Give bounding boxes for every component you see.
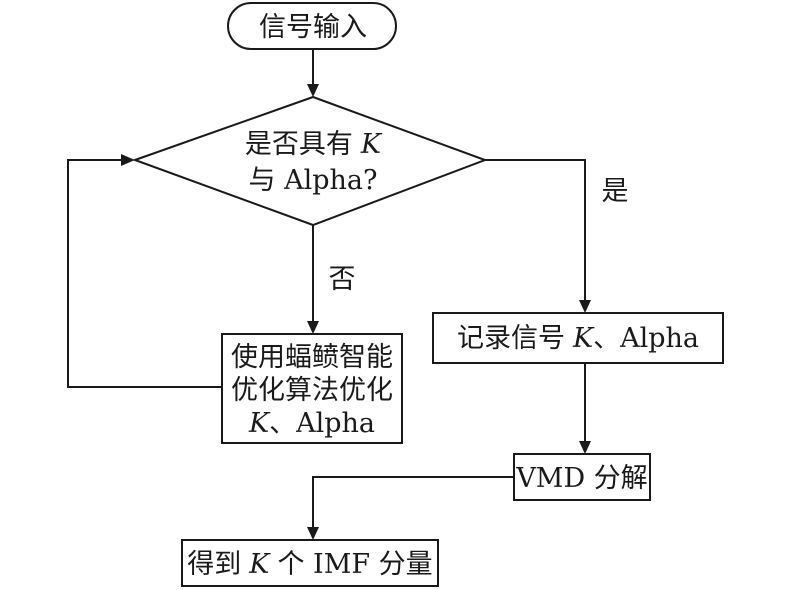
record-rest: 、Alpha: [593, 323, 699, 354]
decision-line1-var: K: [360, 129, 383, 160]
vmd-label: VMD 分解: [515, 463, 647, 494]
record-var: K: [572, 323, 595, 354]
arrowhead-record-to-vmd: [579, 441, 591, 454]
record-process-box: [432, 312, 724, 364]
result-var: K: [248, 549, 271, 580]
edge-vmd-to-result: [312, 476, 514, 528]
optimize-label-line2: 优化算法优化: [231, 375, 393, 406]
edge-optimize-loop-back: [67, 159, 222, 388]
decision-line1-prefix: 是否具有: [245, 129, 353, 160]
decision-diamond: [132, 95, 488, 227]
optimize-line3-rest: 、Alpha: [269, 408, 375, 439]
arrowhead-decision-to-record: [579, 300, 591, 313]
signal-input-label: 信号输入: [259, 12, 367, 43]
arrowhead-vmd-to-result: [307, 527, 319, 540]
record-prefix: 记录信号: [457, 323, 565, 354]
optimize-line3-var: K: [248, 408, 271, 439]
optimize-process-box: [221, 333, 403, 444]
arrowhead-decision-to-optimize: [307, 321, 319, 334]
decision-label-line2: 与 Alpha?: [249, 165, 378, 196]
no-edge-label: 否: [329, 264, 356, 295]
optimize-label-line1: 使用蝠鲼智能: [231, 342, 393, 373]
arrowhead-start-to-decision: [307, 84, 319, 97]
vmd-process-box: [513, 453, 651, 501]
optimize-label-line3: K、Alpha: [248, 408, 375, 439]
yes-edge-label: 是: [602, 176, 629, 207]
result-prefix: 得到: [187, 549, 241, 580]
arrowhead-loop-back: [121, 154, 135, 166]
result-rest: 个 IMF 分量: [277, 549, 432, 580]
edge-decision-to-record: [485, 159, 586, 301]
result-process-box: [181, 539, 439, 587]
